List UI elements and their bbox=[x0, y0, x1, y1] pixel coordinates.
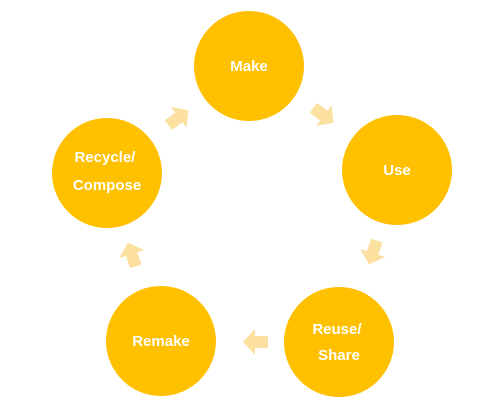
svg-text:Recycle/ Compose: Recycle/ Compose bbox=[73, 149, 141, 194]
node-remake-label: Remake bbox=[132, 333, 190, 350]
node-remake-circle bbox=[106, 286, 216, 396]
arrow-use-to-reuse-share bbox=[360, 238, 386, 265]
node-use-label: Use bbox=[383, 162, 411, 179]
node-make-circle bbox=[194, 11, 304, 121]
node-recycle-compose: Recycle/ Compose bbox=[52, 118, 162, 228]
svg-text:Make: Make bbox=[230, 58, 268, 75]
node-recycle-compose-label-line-1: Recycle/ bbox=[74, 149, 136, 166]
svg-text:Reuse/ Share: Reuse/ Share bbox=[312, 321, 365, 364]
node-use: Use bbox=[342, 115, 452, 225]
node-reuse-share: Reuse/ Share bbox=[284, 287, 394, 397]
arrow-remake-to-recycle-compose bbox=[119, 242, 145, 269]
node-reuse-share-circle bbox=[284, 287, 394, 397]
arrow-reuse-share-to-remake bbox=[243, 329, 268, 355]
svg-text:Use: Use bbox=[383, 162, 411, 179]
arrow-make-to-use bbox=[309, 102, 334, 126]
node-make: Make bbox=[194, 11, 304, 121]
node-reuse-share-label-line-2: Share bbox=[318, 347, 360, 364]
node-remake: Remake bbox=[106, 286, 216, 396]
node-reuse-share-label-line-1: Reuse/ bbox=[312, 321, 362, 338]
node-recycle-compose-label-line-2: Compose bbox=[73, 177, 141, 194]
node-make-label: Make bbox=[230, 58, 268, 75]
svg-text:Remake: Remake bbox=[132, 333, 190, 350]
node-use-circle bbox=[342, 115, 452, 225]
node-recycle-compose-circle bbox=[52, 118, 162, 228]
arrow-recycle-compose-to-make bbox=[164, 107, 189, 131]
